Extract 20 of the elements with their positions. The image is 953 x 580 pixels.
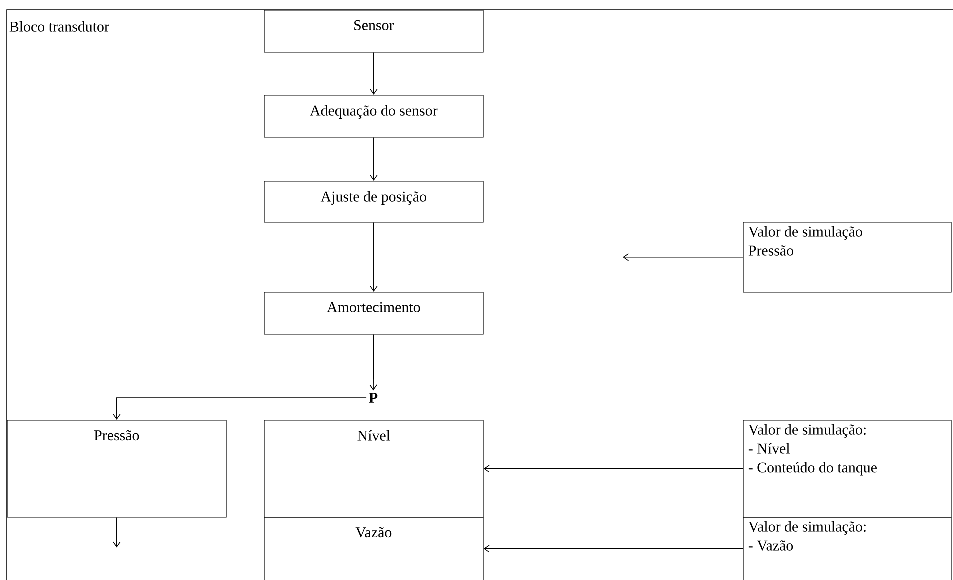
signal-label: P (369, 393, 378, 403)
process-box: Adequação do sensor (264, 95, 484, 138)
output-box: Vazão (264, 517, 484, 580)
simulation-box: Valor de simulação: - Vazão (743, 517, 952, 580)
arrow (484, 465, 744, 473)
arrow (113, 517, 121, 548)
process-box: Ajuste de posição (264, 181, 484, 223)
process-box: Sensor (264, 10, 484, 53)
arrow (623, 254, 744, 262)
arrow (370, 52, 378, 95)
arrow (370, 334, 378, 391)
simulation-box: Valor de simulação Pressão (743, 222, 952, 293)
arrow (113, 398, 367, 420)
output-box: Pressão (7, 420, 227, 518)
arrow (484, 545, 744, 553)
output-box: Nível (264, 420, 484, 518)
simulation-box: Valor de simulação: - Nível - Conteúdo do tanque (743, 420, 952, 518)
arrow (370, 137, 378, 181)
process-box: Amortecimento (264, 292, 484, 335)
arrow (370, 222, 378, 292)
